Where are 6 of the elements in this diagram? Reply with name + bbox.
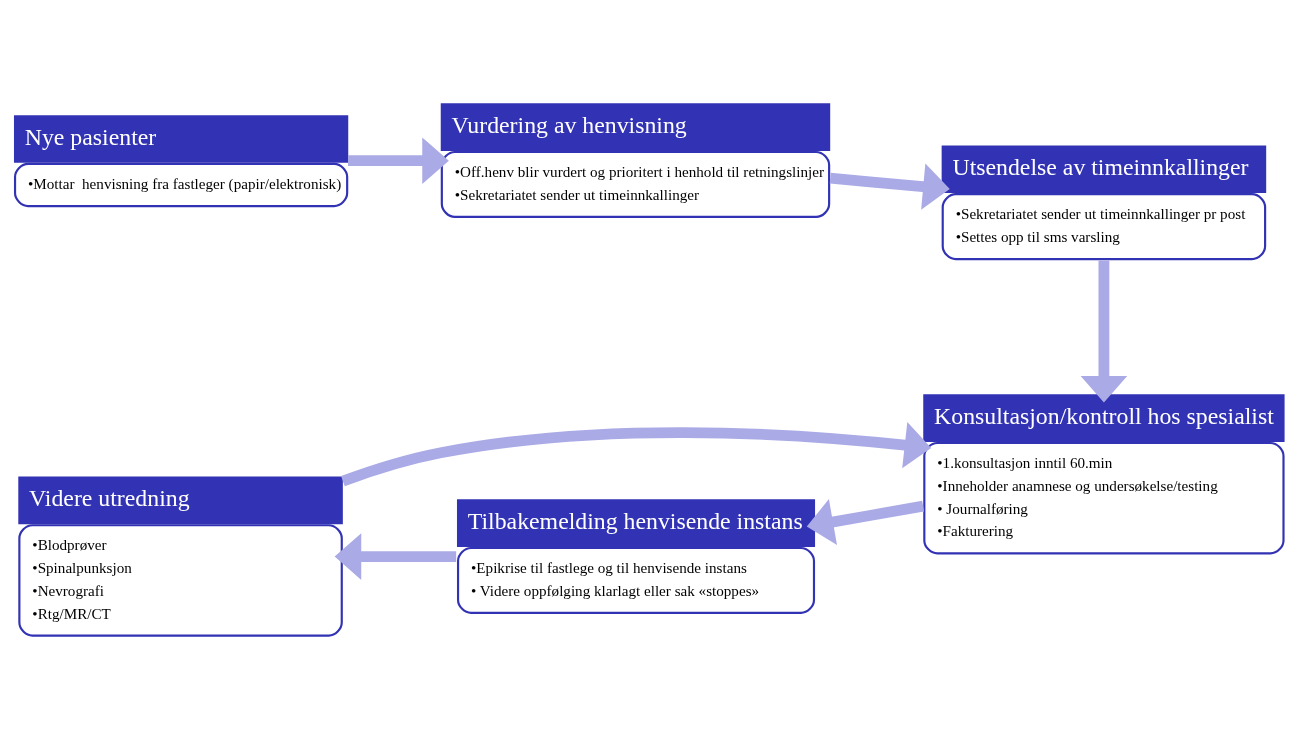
arrow bbox=[806, 499, 925, 545]
arrow bbox=[1080, 260, 1128, 403]
arrow bbox=[348, 137, 449, 184]
arrow bbox=[334, 533, 457, 580]
arrow bbox=[829, 163, 950, 210]
arrow bbox=[341, 421, 932, 487]
